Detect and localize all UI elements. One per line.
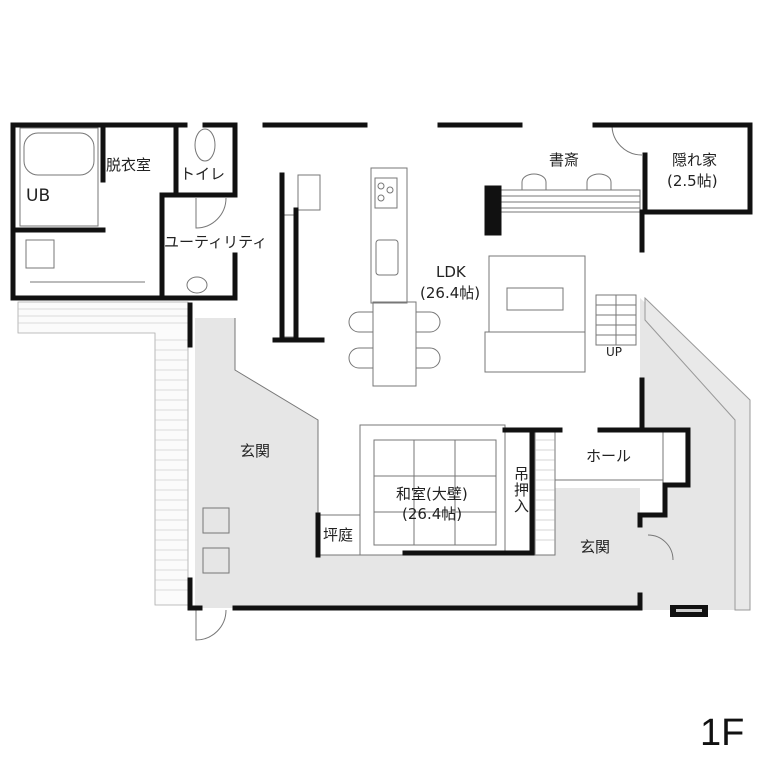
room-label-utility: ユーティリティ: [164, 233, 268, 251]
floor-label: 1F: [700, 712, 745, 754]
room-label-hall: ホール: [586, 447, 632, 465]
room-label-dressing: 脱衣室: [106, 156, 152, 174]
room-size-washitsu: (26.4帖): [402, 505, 463, 523]
room-label-ub: UB: [26, 186, 51, 206]
room-label-ldk: LDK: [436, 263, 466, 281]
room-label-hideaway: 隠れ家: [672, 151, 718, 169]
outdoor-right-diagonal: [644, 296, 751, 611]
room-size-ldk: (26.4帖): [420, 284, 481, 302]
stair-up-label: UP: [606, 345, 623, 359]
room-label-tsuboniwa: 坪庭: [323, 526, 354, 544]
room-label-toilet: トイレ: [180, 165, 226, 183]
room-label-closet: 吊押入: [512, 466, 530, 514]
room-label-washitsu: 和室(大壁): [396, 485, 468, 503]
wood-deck: [17, 301, 189, 606]
room-label-entrance-right: 玄関: [580, 538, 611, 556]
room-label-entrance-left: 玄関: [240, 442, 271, 460]
room-label-study: 書斎: [549, 151, 580, 169]
room-size-hideaway: (2.5帖): [667, 172, 718, 190]
entrance-left-floor: [195, 318, 640, 608]
